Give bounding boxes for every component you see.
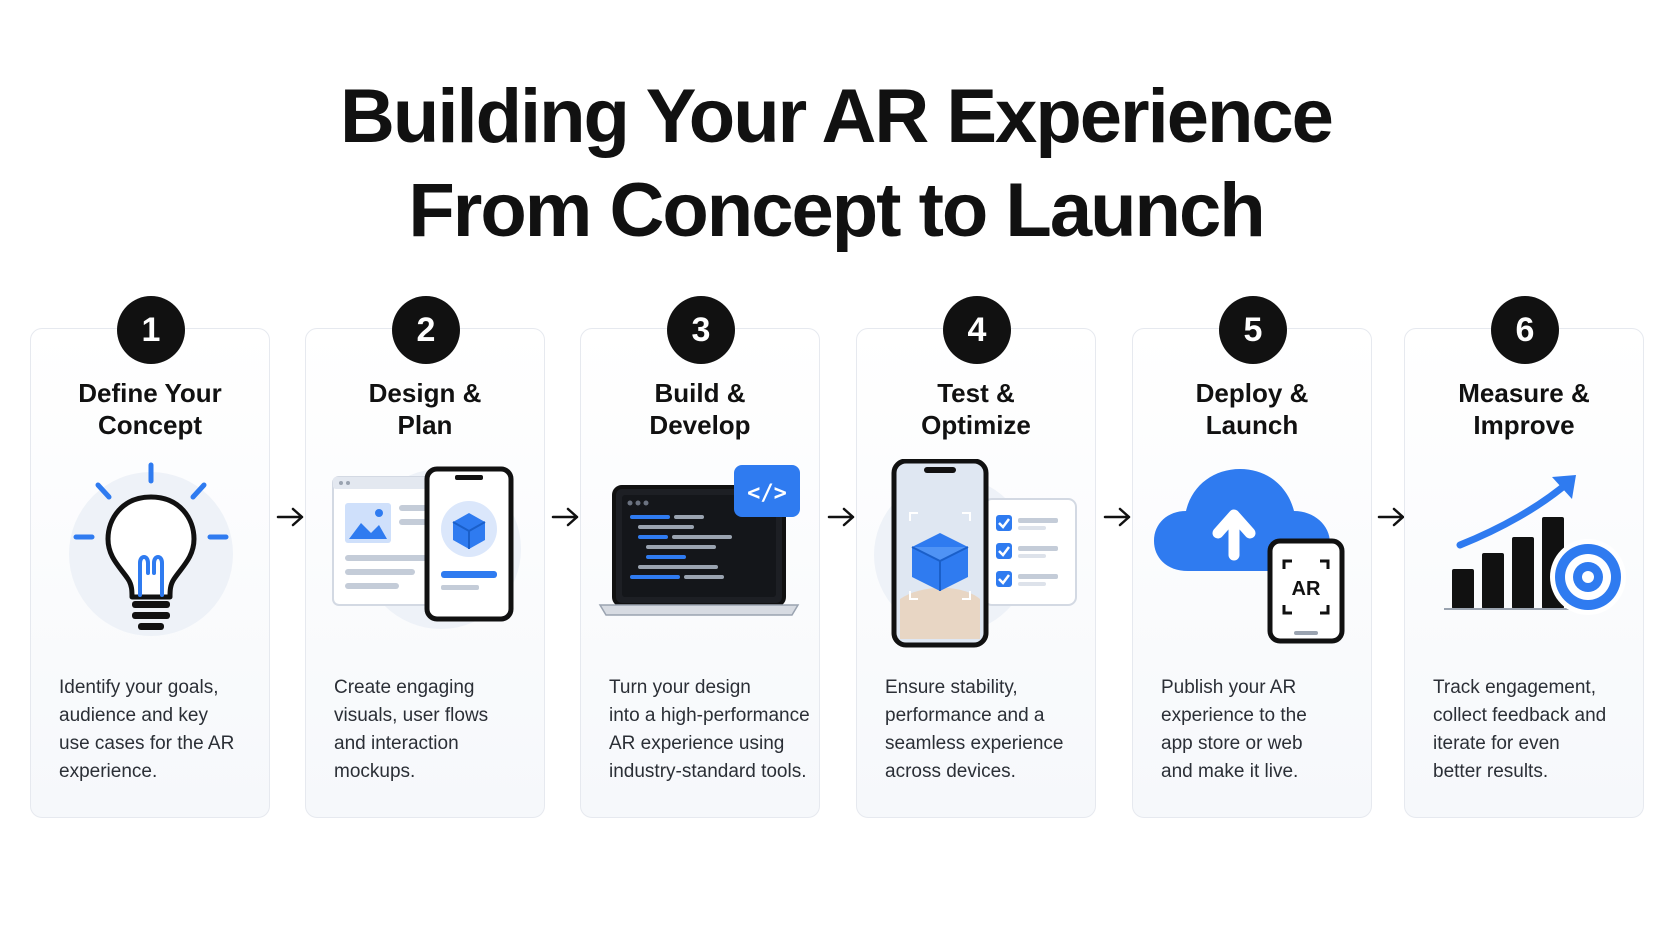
step-title-line: Optimize: [921, 410, 1031, 440]
step-title: Measure & Improve: [1415, 377, 1633, 441]
arrow-right-icon: [827, 507, 855, 527]
step-title-line: Plan: [397, 410, 453, 440]
step-description-line: seamless experience: [885, 733, 1064, 754]
arrow-right-icon: [276, 507, 304, 527]
step-description-line: AR experience using: [609, 733, 785, 754]
step-description-line: Create engaging: [334, 677, 475, 698]
step-description-line: iterate for even: [1433, 733, 1560, 754]
wireframe-phone-icon: [321, 459, 531, 649]
arrow-right-icon: [1103, 507, 1131, 527]
step-title: Define Your Concept: [41, 377, 259, 441]
page-title: Building Your AR Experience From Concept…: [0, 70, 1672, 258]
step-description-line: better results.: [1433, 761, 1549, 782]
step-card-6: 6 Measure & Improve Track engagemen: [1404, 296, 1644, 818]
step-description-line: into a high-performance: [609, 705, 810, 726]
steps-row: 1 Define Your Concept: [30, 295, 1644, 825]
step-description-line: Turn your design: [609, 677, 751, 698]
arrow-right-icon: [551, 507, 579, 527]
step-title: Deploy & Launch: [1143, 377, 1361, 441]
step-description-line: Identify your goals,: [59, 677, 219, 698]
step-description-line: across devices.: [885, 761, 1016, 782]
step-card-1: 1 Define Your Concept: [30, 296, 270, 818]
step-number-badge: 3: [667, 296, 735, 364]
step-card-4: 4 Test & Optimize: [856, 296, 1096, 818]
step-title: Test & Optimize: [867, 377, 1085, 441]
cloud-upload-phone-icon: AR: [1148, 459, 1358, 649]
step-description-line: use cases for the AR: [59, 733, 235, 754]
step-description: Publish your AR experience to the app st…: [1161, 674, 1361, 786]
step-description: Turn your design into a high-performance…: [609, 674, 810, 786]
step-description-line: industry-standard tools.: [609, 761, 807, 782]
phone-cube-checklist-icon: [872, 458, 1082, 649]
step-number-badge: 5: [1219, 296, 1287, 364]
growth-chart-target-icon: [1420, 459, 1630, 649]
step-description-line: Publish your AR: [1161, 677, 1297, 698]
step-description-line: experience to the: [1161, 705, 1307, 726]
step-description-line: Track engagement,: [1433, 677, 1596, 698]
arrow-right-icon: [1377, 507, 1405, 527]
step-title-line: Measure &: [1458, 378, 1590, 408]
step-card-3: 3 Build & Develop </>: [580, 296, 820, 818]
step-description-line: experience.: [59, 761, 158, 782]
step-number-badge: 2: [392, 296, 460, 364]
step-title-line: Test &: [937, 378, 1015, 408]
step-description: Ensure stability, performance and a seam…: [885, 674, 1085, 786]
step-description-line: audience and key: [59, 705, 208, 726]
step-description-line: and interaction: [334, 733, 459, 754]
step-title-line: Deploy &: [1195, 378, 1309, 408]
step-title-line: Build &: [654, 378, 746, 408]
step-title-line: Design &: [368, 378, 482, 408]
step-description-line: visuals, user flows: [334, 705, 489, 726]
step-title-line: Launch: [1205, 410, 1299, 440]
step-number-badge: 1: [117, 296, 185, 364]
title-line-2: From Concept to Launch: [408, 168, 1265, 253]
step-description-line: mockups.: [334, 761, 416, 782]
step-title-line: Concept: [98, 410, 202, 440]
step-number-badge: 4: [943, 296, 1011, 364]
code-glyph: </>: [747, 481, 787, 506]
step-card-5: 5 Deploy & Launch AR Publish your AR exp…: [1132, 296, 1372, 818]
step-title: Design & Plan: [316, 377, 534, 441]
title-line-1: Building Your AR Experience: [340, 74, 1334, 159]
step-description: Create engaging visuals, user flows and …: [334, 674, 534, 786]
laptop-code-icon: </>: [596, 459, 806, 649]
step-description-line: and make it live.: [1161, 761, 1299, 782]
lightbulb-icon: [46, 459, 256, 649]
step-description-line: collect feedback and: [1433, 705, 1607, 726]
step-description: Identify your goals, audience and key us…: [59, 674, 259, 786]
ar-label: AR: [1292, 578, 1321, 600]
step-title: Build & Develop: [591, 377, 809, 441]
step-description-line: Ensure stability,: [885, 677, 1018, 698]
step-title-line: Improve: [1473, 410, 1575, 440]
step-title-line: Develop: [649, 410, 751, 440]
step-description: Track engagement, collect feedback and i…: [1433, 674, 1633, 786]
step-description-line: app store or web: [1161, 733, 1303, 754]
step-description-line: performance and a: [885, 705, 1045, 726]
step-card-2: 2 Design & Plan: [305, 296, 545, 818]
step-title-line: Define Your: [78, 378, 222, 408]
step-number-badge: 6: [1491, 296, 1559, 364]
